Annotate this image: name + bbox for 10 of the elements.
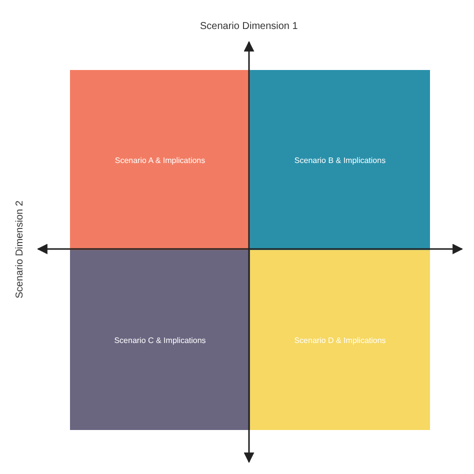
quadrant-box — [250, 70, 430, 250]
quadrant-box — [70, 70, 250, 250]
quadrant-box — [250, 250, 430, 430]
quadrant-label: Scenario A & Implications — [114, 156, 206, 164]
quadrant-label: Scenario D & Implications — [294, 336, 386, 344]
quadrant-label: Scenario B & Implications — [294, 156, 386, 164]
axis-title: Scenario Dimension 1 — [200, 20, 298, 32]
quadrant-box — [70, 250, 250, 430]
axis-title: Scenario Dimension 2 — [14, 200, 26, 298]
quadrant-label: Scenario C & Implications — [114, 336, 206, 344]
